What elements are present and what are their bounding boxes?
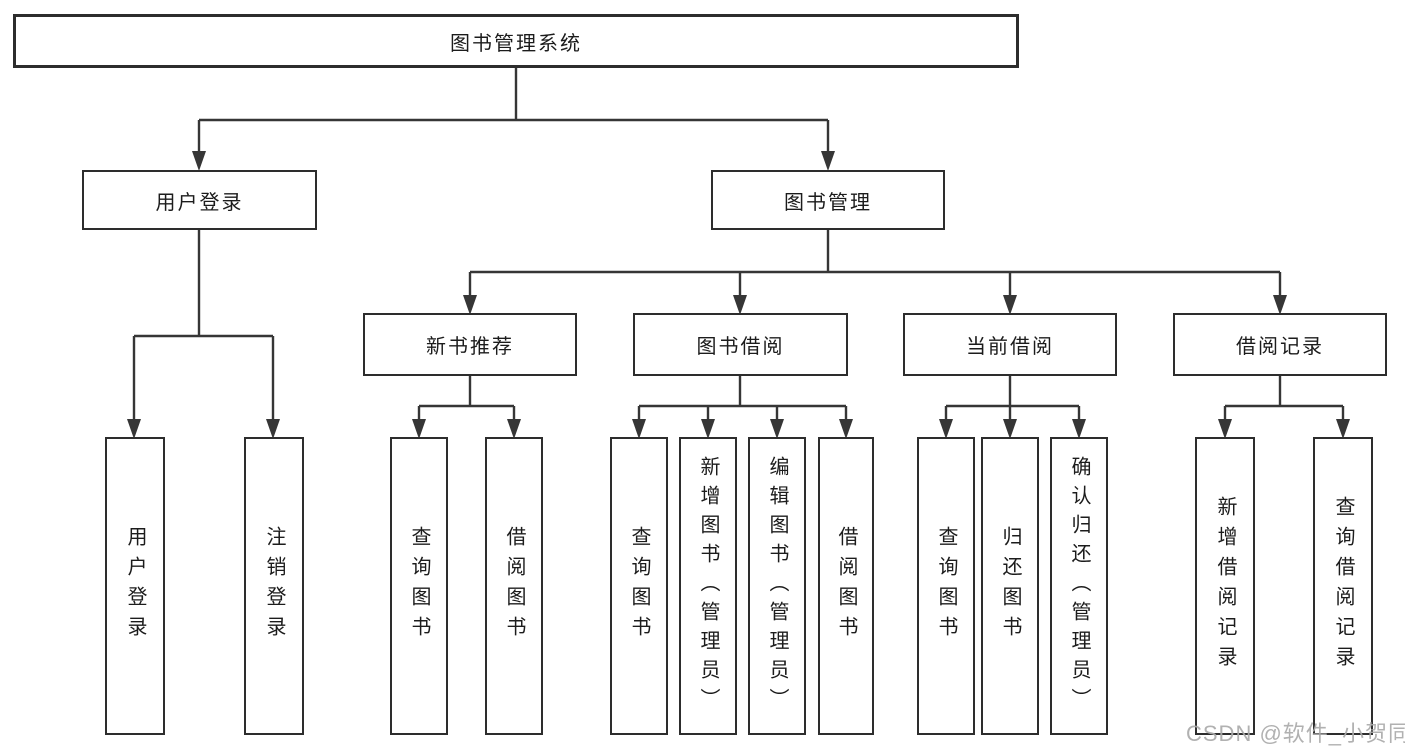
node-user-login: 用户登录: [82, 170, 317, 230]
leaf-edit-books-admin: 编辑图书（管理员）: [748, 437, 806, 735]
leaf-user-login: 用户登录: [105, 437, 165, 735]
leaf-add-books-admin: 新增图书（管理员）: [679, 437, 737, 735]
leaf-confirm-return-admin: 确认归还（管理员）: [1050, 437, 1108, 735]
leaf-confirm-return-admin-label: 确认归还（管理员）: [1068, 455, 1090, 717]
node-current-borrow: 当前借阅: [903, 313, 1117, 376]
leaf-return-books-label: 归还图书: [999, 526, 1021, 646]
node-book-borrow-label: 图书借阅: [696, 336, 785, 358]
arrowheads: [127, 151, 1350, 439]
leaf-query-books-newbook: 查询图书: [390, 437, 448, 735]
csdn-watermark: CSDN @软件_小贺同学: [1186, 721, 1405, 746]
leaf-borrow-books-newbook-label: 借阅图书: [503, 526, 525, 646]
leaf-borrow-books: 借阅图书: [818, 437, 874, 735]
leaf-return-books: 归还图书: [981, 437, 1039, 735]
node-book-management-label: 图书管理: [784, 191, 872, 214]
node-borrow-records: 借阅记录: [1173, 313, 1387, 376]
leaf-add-borrow-record: 新增借阅记录: [1195, 437, 1255, 735]
leaf-edit-books-admin-label: 编辑图书（管理员）: [766, 455, 788, 717]
node-library-system: 图书管理系统: [13, 14, 1019, 68]
leaf-query-books-borrow: 查询图书: [610, 437, 668, 735]
node-borrow-records-label: 借阅记录: [1236, 336, 1324, 358]
node-library-system-label: 图书管理系统: [450, 32, 582, 55]
leaf-query-borrow-record-label: 查询借阅记录: [1332, 496, 1354, 676]
leaf-user-login-label: 用户登录: [124, 526, 146, 646]
leaf-add-books-admin-label: 新增图书（管理员）: [697, 455, 719, 717]
leaf-borrow-books-newbook: 借阅图书: [485, 437, 543, 735]
leaf-query-books-borrow-label: 查询图书: [628, 526, 650, 646]
leaf-logout-label: 注销登录: [263, 526, 285, 646]
leaf-query-books-current: 查询图书: [917, 437, 975, 735]
node-book-borrow: 图书借阅: [633, 313, 848, 376]
node-new-book-recommend: 新书推荐: [363, 313, 577, 376]
leaf-query-borrow-record: 查询借阅记录: [1313, 437, 1373, 735]
leaf-logout: 注销登录: [244, 437, 304, 735]
node-book-management: 图书管理: [711, 170, 945, 230]
node-current-borrow-label: 当前借阅: [966, 336, 1054, 358]
leaf-add-borrow-record-label: 新增借阅记录: [1214, 496, 1236, 676]
leaf-query-books-newbook-label: 查询图书: [408, 526, 430, 646]
node-user-login-label: 用户登录: [155, 191, 244, 214]
leaf-borrow-books-label: 借阅图书: [835, 526, 857, 646]
connector-strokes: [132, 67, 1345, 421]
node-new-book-recommend-label: 新书推荐: [426, 336, 514, 358]
leaf-query-books-current-label: 查询图书: [935, 526, 957, 646]
